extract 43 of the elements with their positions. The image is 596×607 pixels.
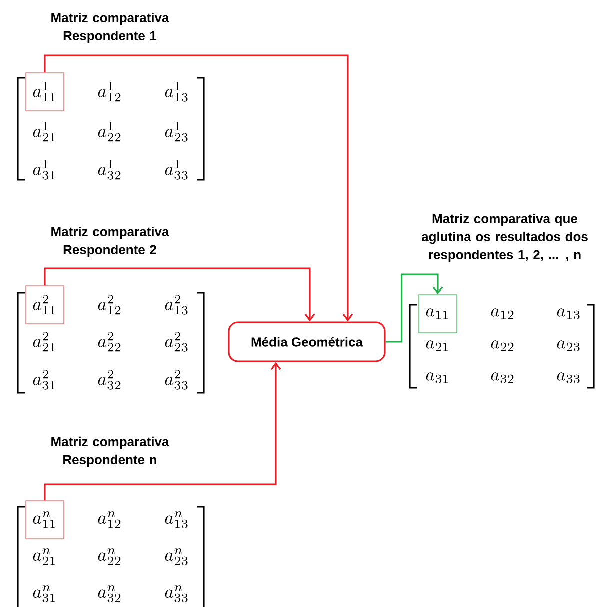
matrix-entry: $a^{n}_{32}$ — [98, 586, 121, 602]
matrix-entry: $a_{32}$ — [491, 372, 514, 384]
matrix-entry: $a^{n}_{12}$ — [98, 512, 121, 528]
matrix-entry: $a^{1}_{31}$ — [33, 160, 56, 180]
matrix-entry: $a_{22}$ — [491, 340, 514, 352]
matrix-entry: $a^{n}_{23}$ — [165, 548, 188, 566]
matrix-entry: $a_{33}$ — [557, 372, 580, 384]
highlight-box: $a_{11}$ — [418, 294, 458, 334]
arrow — [44, 54, 354, 322]
matrix-entry: $a^{1}_{33}$ — [165, 160, 188, 180]
matrix-entry: $a^{1}_{32}$ — [98, 160, 121, 180]
matrix-entry: $a^{n}_{33}$ — [165, 586, 188, 602]
arrow — [44, 362, 282, 501]
highlight-box: $a^{1}_{11}$ — [26, 72, 64, 112]
process-box: Média Geométrica — [228, 322, 386, 362]
arrow — [44, 268, 316, 322]
matrix-entry: $a_{31}$ — [426, 372, 448, 384]
matrix-entry: $a^{1}_{23}$ — [165, 122, 188, 142]
matrix-entry: $a^{1}_{12}$ — [98, 82, 121, 102]
matrix-entry: $a^{1}_{22}$ — [98, 122, 121, 142]
matrix-entry: $a^{2}_{13}$ — [165, 295, 188, 315]
matrix-entry: $a^{2}_{12}$ — [98, 295, 121, 315]
highlight-box: $a^{2}_{11}$ — [26, 286, 64, 324]
matrix-entry: $a^{2}_{23}$ — [165, 332, 188, 352]
matrix-heading: Matriz comparativa Respondente 2 — [52, 226, 170, 258]
matrix-entry: $a_{12}$ — [491, 308, 514, 320]
matrix-entry: $a^{n}_{31}$ — [33, 586, 56, 602]
matrix-heading: Matriz comparativa que aglutina os resultados dos respondentes 1, 2, ... , n — [422, 214, 588, 262]
matrix-entry: $a^{2}_{33}$ — [165, 370, 188, 390]
matrix-entry: $a^{1}_{13}$ — [165, 82, 188, 102]
highlight-box: $a^{n}_{11}$ — [26, 500, 64, 540]
arrow — [386, 274, 444, 343]
matrix-entry: $a^{2}_{22}$ — [98, 332, 121, 352]
matrix-entry: $a^{1}_{21}$ — [33, 122, 56, 142]
matrix-heading: Matriz comparativa Respondente n — [52, 436, 170, 468]
matrix-entry: $a^{2}_{31}$ — [33, 370, 56, 390]
matrix-entry: $a^{n}_{21}$ — [33, 548, 56, 566]
matrix-entry: $a^{n}_{13}$ — [165, 512, 188, 528]
matrix-entry: $a_{23}$ — [557, 340, 580, 352]
matrix-heading: Matriz comparativa Respondente 1 — [52, 12, 170, 44]
matrix-entry: $a^{2}_{32}$ — [98, 370, 121, 390]
matrix-entry: $a^{n}_{22}$ — [98, 548, 121, 566]
matrix-entry: $a_{13}$ — [557, 308, 580, 320]
